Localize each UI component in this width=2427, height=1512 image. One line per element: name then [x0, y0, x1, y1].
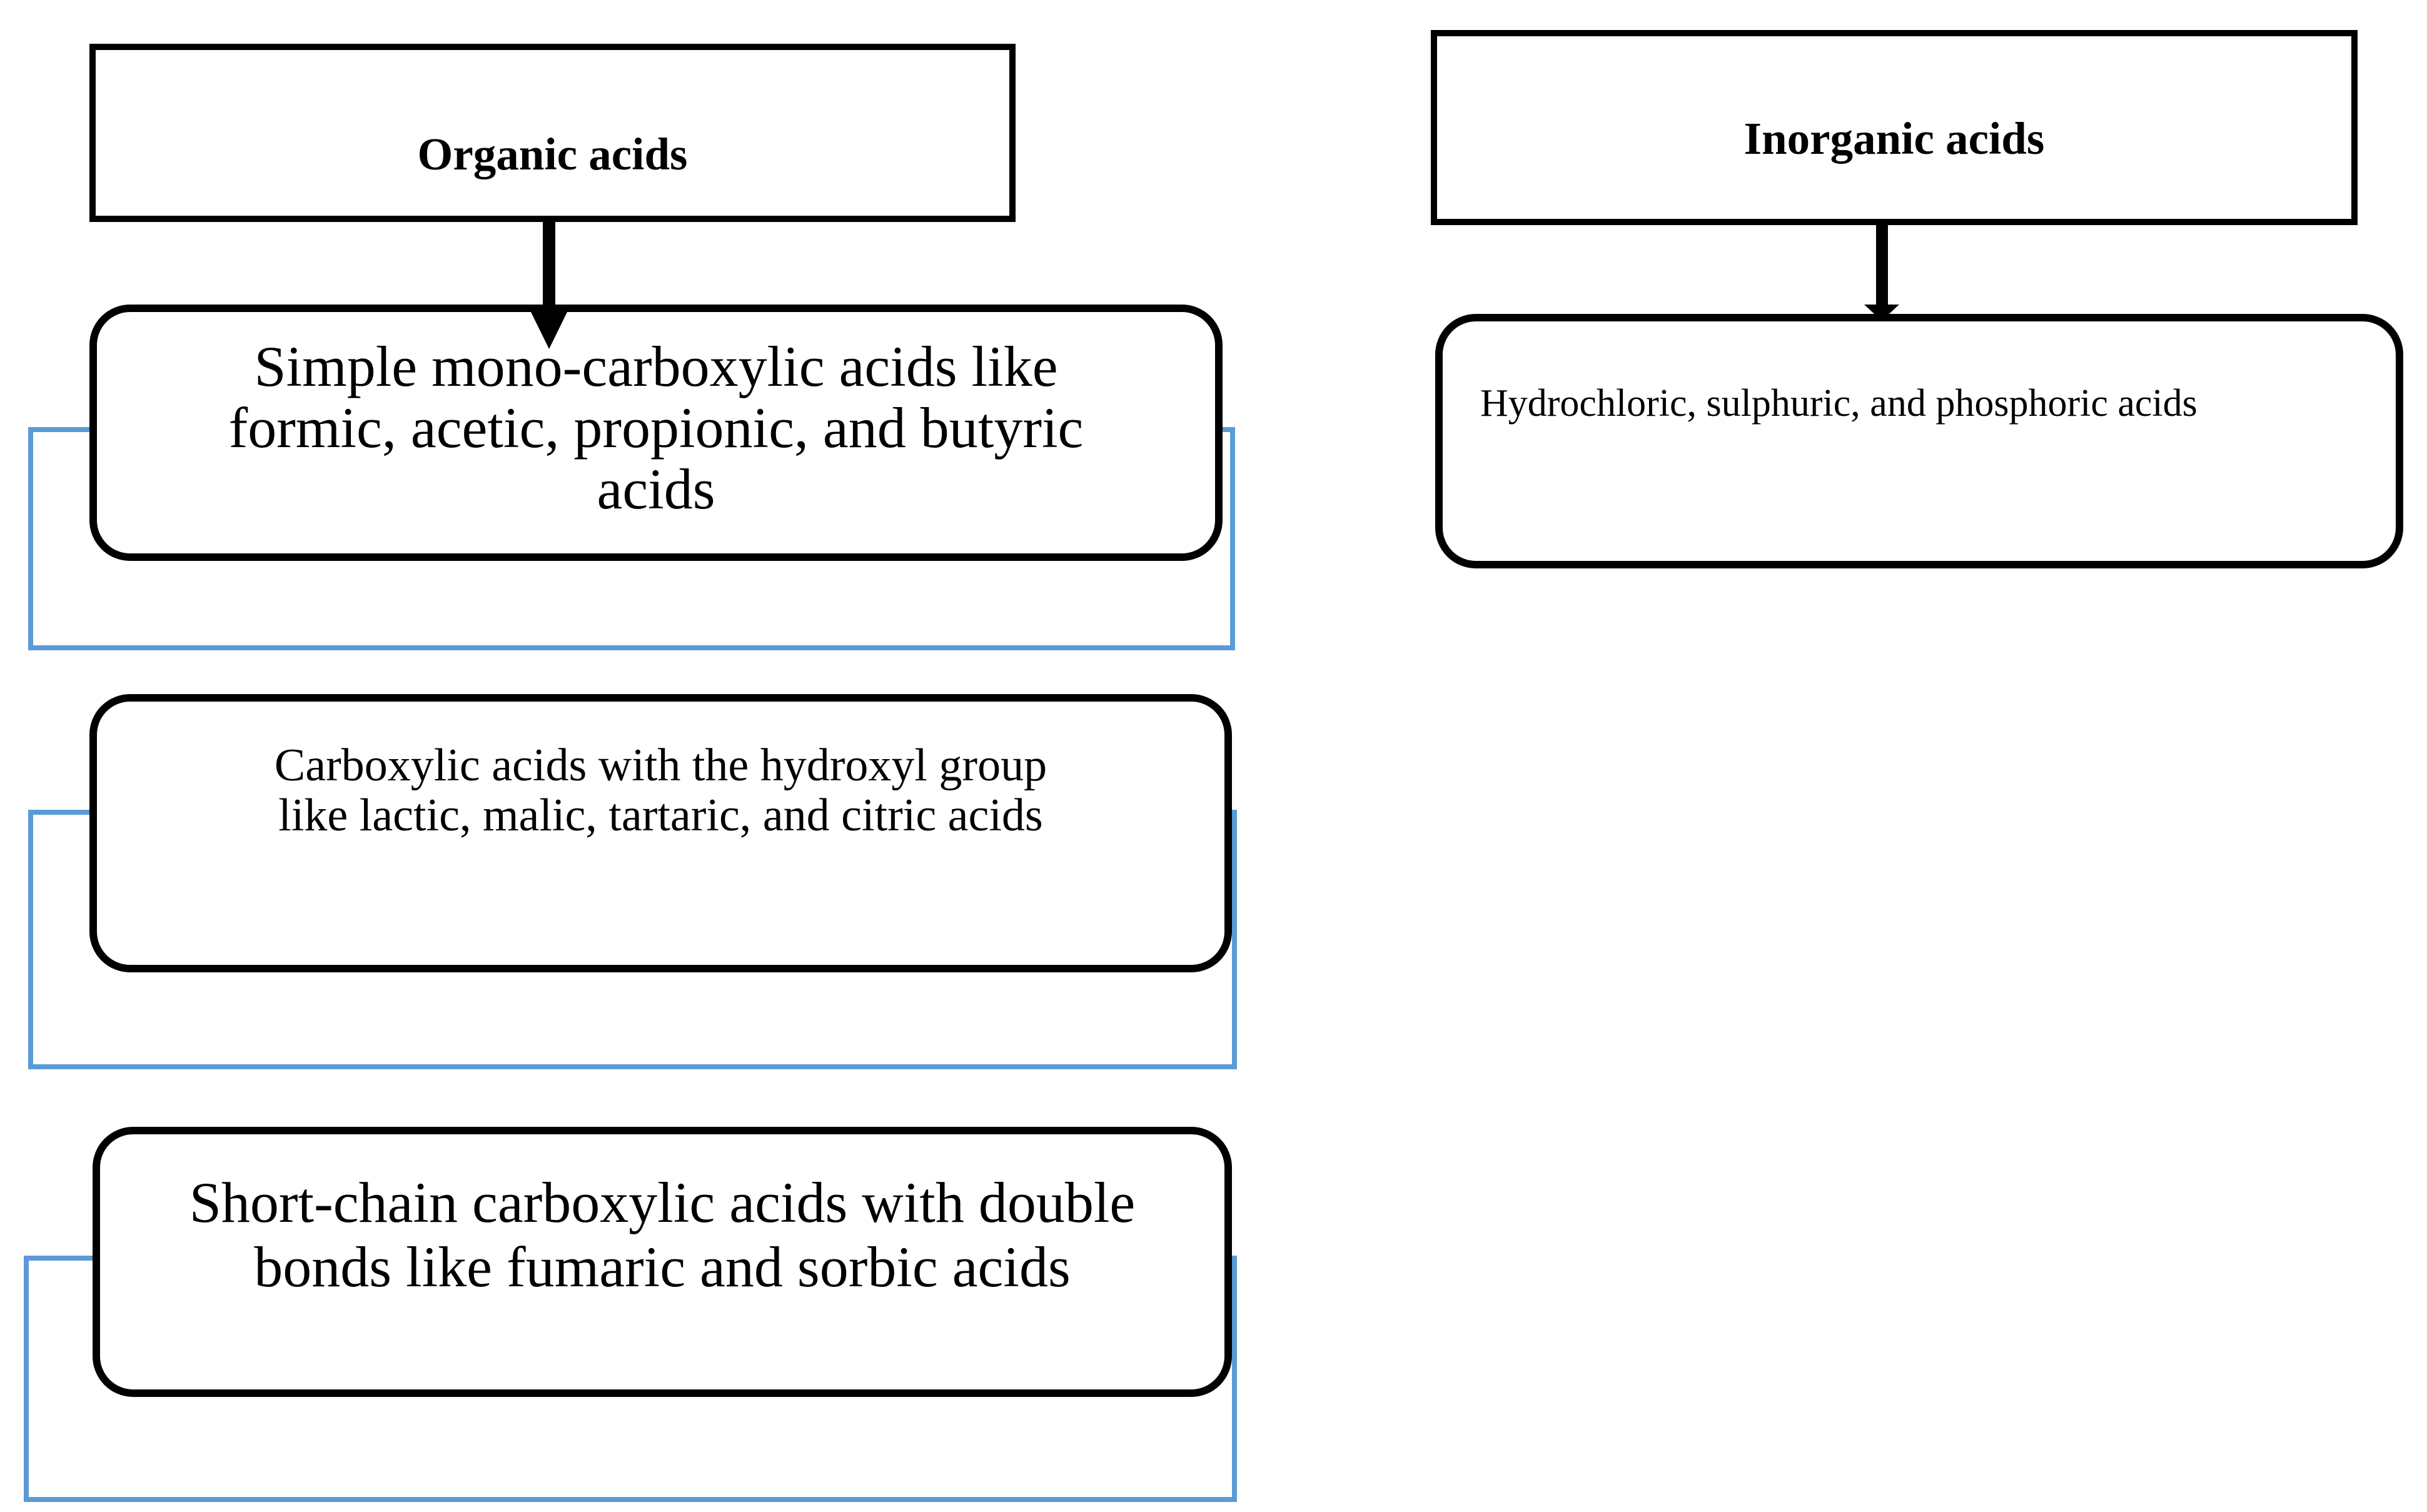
- organic-item-1-label: Simple mono-carboxylic acids like formic…: [228, 335, 1084, 521]
- organic-arrow-stem: [543, 219, 555, 316]
- organic-item-2-box: Carboxylic acids with the hydroxyl group…: [89, 694, 1232, 972]
- inorganic-acids-header-box: Inorganic acids: [1431, 30, 2358, 225]
- organic-item-3-label: Short-chain carboxylic acids with double…: [189, 1171, 1136, 1299]
- inorganic-acids-header-label: Inorganic acids: [1743, 113, 2045, 164]
- inorganic-item-1-box: Hydrochloric, sulphuric, and phosphoric …: [1435, 314, 2403, 568]
- organic-acids-header-box: Organic acids: [89, 44, 1016, 222]
- inorganic-item-1-label: Hydrochloric, sulphuric, and phosphoric …: [1480, 382, 2197, 425]
- inorganic-arrow-stem: [1876, 222, 1888, 311]
- organic-item-3-box: Short-chain carboxylic acids with double…: [93, 1127, 1232, 1397]
- organic-item-1-box: Simple mono-carboxylic acids like formic…: [89, 305, 1223, 561]
- organic-acids-header-label: Organic acids: [417, 129, 688, 180]
- organic-item-2-label: Carboxylic acids with the hydroxyl group…: [274, 740, 1047, 841]
- organic-arrow-down-icon: [531, 312, 567, 349]
- inorganic-arrow-down-icon: [1864, 305, 1899, 321]
